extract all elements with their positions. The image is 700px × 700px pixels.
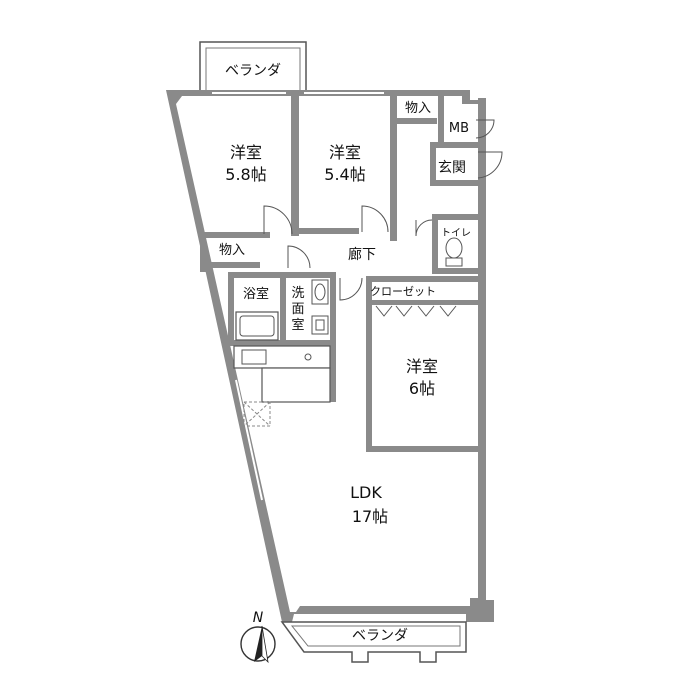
bathtub bbox=[235, 311, 279, 341]
bottom-balcony bbox=[280, 621, 467, 663]
entrance-label: 玄関 bbox=[438, 159, 466, 176]
toilet-fixture bbox=[445, 237, 463, 267]
meter-box-label: MB bbox=[449, 121, 469, 136]
compass: N bbox=[240, 610, 276, 664]
windows bbox=[177, 92, 458, 603]
western-room-2-name: 洋室 bbox=[329, 143, 361, 162]
kitchen-counter bbox=[233, 345, 331, 403]
balcony-bottom-label: ベランダ bbox=[352, 628, 408, 644]
wash-basin bbox=[311, 279, 329, 335]
washroom-label-3: 室 bbox=[291, 317, 304, 333]
north-label: N bbox=[253, 610, 264, 626]
hallway-label: 廊下 bbox=[348, 246, 376, 263]
ldk-size: 17帖 bbox=[352, 507, 388, 526]
western-room-1-name: 洋室 bbox=[230, 143, 262, 162]
western-room-2-size: 5.4帖 bbox=[324, 165, 365, 184]
fridge-space bbox=[243, 401, 271, 427]
ldk-name: LDK bbox=[350, 483, 382, 502]
doors bbox=[263, 119, 503, 301]
western-room-3-size: 6帖 bbox=[409, 379, 435, 398]
washroom-label-2: 面 bbox=[291, 302, 304, 317]
interior-walls bbox=[200, 96, 478, 452]
closet-doors bbox=[375, 305, 457, 317]
toilet-label: トイレ bbox=[441, 228, 471, 239]
balcony-top-label: ベランダ bbox=[225, 63, 281, 79]
washroom-label-1: 洗 bbox=[291, 286, 304, 301]
closet-label: クローゼット bbox=[370, 285, 436, 298]
bathroom-label: 浴室 bbox=[243, 286, 269, 302]
storage-2-label: 物入 bbox=[219, 243, 245, 258]
storage-1-label: 物入 bbox=[405, 101, 431, 116]
western-room-1-size: 5.8帖 bbox=[225, 165, 266, 184]
western-room-3-name: 洋室 bbox=[406, 357, 438, 376]
